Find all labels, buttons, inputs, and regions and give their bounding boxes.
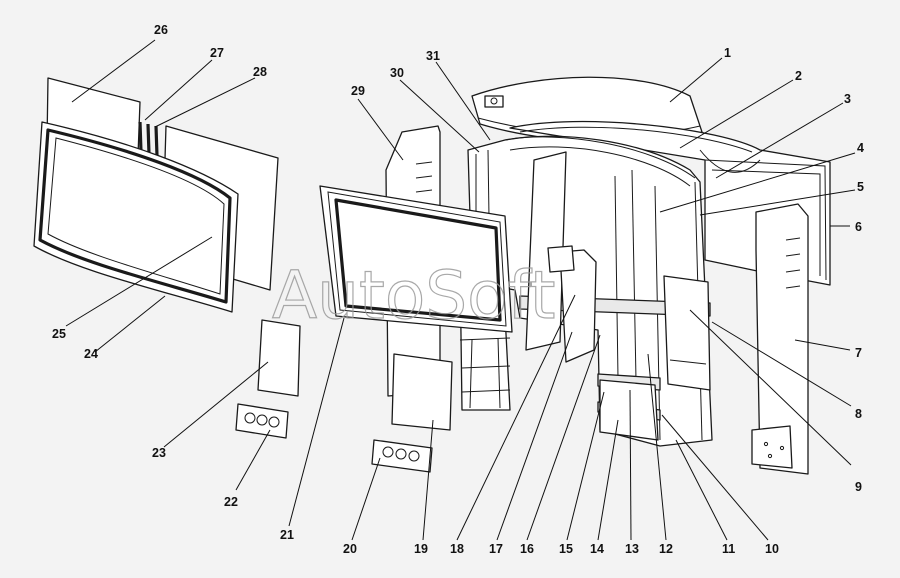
callout-28: 28 bbox=[253, 65, 267, 79]
vent-grille-22 bbox=[235, 403, 289, 439]
windshield-assembly bbox=[33, 77, 279, 313]
panel-19 bbox=[391, 353, 453, 431]
callout-1: 1 bbox=[724, 46, 731, 60]
callout-15: 15 bbox=[559, 542, 573, 556]
callout-2: 2 bbox=[795, 69, 802, 83]
callout-26: 26 bbox=[154, 23, 168, 37]
callout-12: 12 bbox=[659, 542, 673, 556]
callout-16: 16 bbox=[520, 542, 534, 556]
callout-22: 22 bbox=[224, 495, 238, 509]
roof-lamp-left bbox=[484, 95, 504, 108]
callout-7: 7 bbox=[855, 346, 862, 360]
callout-27: 27 bbox=[210, 46, 224, 60]
windshield-seal bbox=[33, 121, 239, 313]
callout-17: 17 bbox=[489, 542, 503, 556]
callout-30: 30 bbox=[390, 66, 404, 80]
callout-23: 23 bbox=[152, 446, 166, 460]
callout-20: 20 bbox=[343, 542, 357, 556]
callout-21: 21 bbox=[280, 528, 294, 542]
watermark-text: AutoSoft bbox=[272, 257, 555, 334]
callout-13: 13 bbox=[625, 542, 639, 556]
side-window-frame bbox=[319, 185, 513, 333]
callout-14: 14 bbox=[590, 542, 604, 556]
callout-5: 5 bbox=[857, 180, 864, 194]
callout-3: 3 bbox=[844, 92, 851, 106]
callout-25: 25 bbox=[52, 327, 66, 341]
door-pillar-panel bbox=[525, 151, 567, 351]
rear-wall-panel bbox=[509, 120, 831, 286]
callout-11: 11 bbox=[722, 542, 735, 556]
panel-23 bbox=[257, 319, 301, 397]
callout-8: 8 bbox=[855, 407, 862, 421]
right-side-panel bbox=[751, 203, 809, 475]
callout-labels: 1 2 3 4 5 6 7 8 9 10 11 12 13 14 15 16 1… bbox=[52, 23, 864, 556]
rear-side-window bbox=[663, 275, 711, 391]
callout-9: 9 bbox=[855, 480, 862, 494]
leader-lines bbox=[65, 39, 856, 541]
callout-19: 19 bbox=[414, 542, 428, 556]
callout-6: 6 bbox=[855, 220, 862, 234]
callout-29: 29 bbox=[351, 84, 365, 98]
callout-10: 10 bbox=[765, 542, 779, 556]
callout-18: 18 bbox=[450, 542, 464, 556]
pillar-bracket bbox=[559, 249, 597, 363]
callout-31: 31 bbox=[426, 49, 440, 63]
vent-grille-20 bbox=[371, 439, 433, 473]
callout-24: 24 bbox=[84, 347, 98, 361]
callout-4: 4 bbox=[857, 141, 864, 155]
